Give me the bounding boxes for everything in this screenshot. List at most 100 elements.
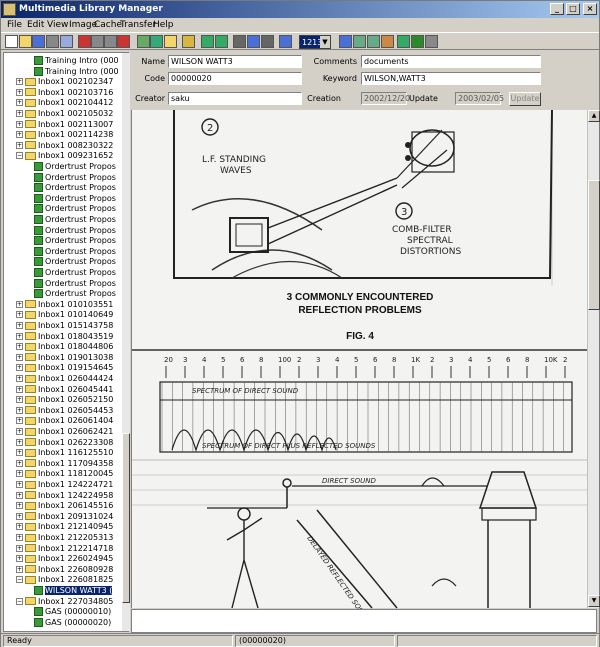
menu-view[interactable]: View <box>47 20 69 30</box>
expand-toggle-icon[interactable]: + <box>16 343 23 351</box>
menu-image[interactable]: Image <box>69 20 98 30</box>
tree-row[interactable]: Ordertrust Propos <box>34 246 116 257</box>
fit-width-icon[interactable] <box>279 35 292 48</box>
tree-row[interactable]: Ordertrust Propos <box>34 193 116 204</box>
paste-icon[interactable] <box>104 35 117 48</box>
maximize-icon[interactable]: □ <box>566 3 580 15</box>
expand-toggle-icon[interactable]: + <box>16 78 23 86</box>
viewer-scroll-thumb[interactable] <box>588 180 600 310</box>
detail-icon[interactable] <box>261 35 274 48</box>
tree-row[interactable]: +Inbox1 008230322 <box>16 140 113 151</box>
expand-toggle-icon[interactable]: + <box>16 523 23 531</box>
tree-row[interactable]: +Inbox1 209131024 <box>16 511 113 522</box>
transfer-icon[interactable] <box>397 35 410 48</box>
expand-toggle-icon[interactable]: + <box>16 375 23 382</box>
code-field[interactable]: 00000020 <box>168 72 302 85</box>
tree-row[interactable]: +Inbox1 124224958 <box>16 490 113 501</box>
delete-icon[interactable] <box>117 35 130 48</box>
expand-toggle-icon[interactable]: + <box>16 385 23 393</box>
tree-row[interactable]: +Inbox1 206145516 <box>16 500 113 511</box>
tree-row[interactable]: +Inbox1 117094358 <box>16 458 113 469</box>
save-icon[interactable] <box>32 35 45 48</box>
expand-toggle-icon[interactable]: + <box>16 459 23 467</box>
tree-row[interactable]: +Inbox1 002105032 <box>16 108 113 119</box>
rotate-icon[interactable] <box>381 35 394 48</box>
tree-row[interactable]: Ordertrust Propos <box>34 267 116 278</box>
scroll-up-icon[interactable]: ▲ <box>588 110 600 122</box>
tree-scroll-thumb[interactable] <box>122 433 130 603</box>
tree-row[interactable]: +Inbox1 212205313 <box>16 532 113 543</box>
tree-row[interactable]: Ordertrust Propos <box>34 256 116 267</box>
expand-toggle-icon[interactable]: + <box>16 428 23 435</box>
find-icon[interactable] <box>150 35 163 48</box>
fit-page-icon[interactable] <box>339 35 352 48</box>
notes-area[interactable] <box>131 609 597 633</box>
tree-row[interactable]: +Inbox1 212214718 <box>16 543 113 554</box>
tree-row[interactable]: +Inbox1 226080928 <box>16 564 113 575</box>
update-button[interactable]: Update <box>509 92 541 106</box>
tree-row[interactable]: Ordertrust Propos <box>34 182 116 193</box>
new-icon[interactable] <box>5 35 18 48</box>
name-field[interactable]: WILSON WATT3 <box>168 55 302 68</box>
menu-edit[interactable]: Edit <box>27 20 45 30</box>
expand-toggle-icon[interactable]: + <box>16 311 23 319</box>
tree-row[interactable]: +Inbox1 002104412 <box>16 97 113 108</box>
expand-toggle-icon[interactable]: − <box>16 152 23 160</box>
tree-row[interactable]: +Inbox1 002113007 <box>16 119 113 130</box>
tree-row[interactable]: −Inbox1 226081825 <box>16 574 113 585</box>
tree-row[interactable]: +Inbox1 026045441 <box>16 384 113 395</box>
tree-row[interactable]: +Inbox1 002103716 <box>16 87 113 98</box>
tree-row[interactable]: +Inbox1 018044806 <box>16 341 113 352</box>
keyword-field[interactable]: WILSON,WATT3 <box>361 72 541 85</box>
expand-toggle-icon[interactable]: + <box>16 406 23 414</box>
help-icon[interactable] <box>182 35 195 48</box>
thumbs-icon[interactable] <box>247 35 260 48</box>
expand-toggle-icon[interactable]: + <box>16 417 23 425</box>
menu-cache[interactable]: Cache <box>94 20 122 30</box>
expand-toggle-icon[interactable]: + <box>16 120 23 128</box>
up-icon[interactable] <box>201 35 214 48</box>
close-icon[interactable]: × <box>583 3 597 15</box>
expand-toggle-icon[interactable]: + <box>16 131 23 139</box>
expand-toggle-icon[interactable]: + <box>16 544 23 552</box>
expand-toggle-icon[interactable]: + <box>16 481 23 488</box>
list-icon[interactable] <box>233 35 246 48</box>
refresh-icon[interactable] <box>411 35 424 48</box>
tree-row[interactable]: +Inbox1 026061404 <box>16 415 113 426</box>
tree-row[interactable]: +Inbox1 124224721 <box>16 479 113 490</box>
menu-transfer[interactable]: Transfer <box>120 20 157 30</box>
expand-toggle-icon[interactable]: + <box>16 438 23 446</box>
tree-row[interactable]: Ordertrust Propos <box>34 225 116 236</box>
tree-row[interactable]: +Inbox1 002102347 <box>16 76 113 87</box>
tree-row[interactable]: −Inbox1 009231652 <box>16 150 113 161</box>
tree-row[interactable]: Training Intro (000 <box>34 55 119 66</box>
tree-scrollbar[interactable] <box>122 53 130 631</box>
expand-toggle-icon[interactable]: + <box>16 322 23 329</box>
scroll-down-icon[interactable]: ▼ <box>588 595 600 607</box>
expand-toggle-icon[interactable]: + <box>16 141 23 149</box>
settings-icon[interactable] <box>425 35 438 48</box>
expand-toggle-icon[interactable]: + <box>16 555 23 563</box>
expand-toggle-icon[interactable]: + <box>16 300 23 308</box>
tree-row[interactable]: +Inbox1 212140945 <box>16 521 113 532</box>
open-icon[interactable] <box>19 35 32 48</box>
tree-row[interactable]: Ordertrust Propos <box>34 203 116 214</box>
cut-icon[interactable] <box>78 35 91 48</box>
tree-row[interactable]: Ordertrust Propos <box>34 235 116 246</box>
tree-row[interactable]: Ordertrust Propos <box>34 278 116 289</box>
expand-toggle-icon[interactable]: + <box>16 565 23 573</box>
scan-icon[interactable] <box>137 35 150 48</box>
preview-icon[interactable] <box>60 35 73 48</box>
zoom-in-icon[interactable] <box>353 35 366 48</box>
tree-row[interactable]: +Inbox1 026044424 <box>16 373 113 384</box>
expand-toggle-icon[interactable]: + <box>16 332 23 340</box>
tree-row[interactable]: +Inbox1 026052150 <box>16 394 113 405</box>
tree-row[interactable]: Ordertrust Propos <box>34 161 116 172</box>
expand-toggle-icon[interactable]: + <box>16 502 23 510</box>
down-icon[interactable] <box>215 35 228 48</box>
comments-field[interactable]: documents <box>361 55 541 68</box>
menu-help[interactable]: Help <box>153 20 174 30</box>
tree-row[interactable]: +Inbox1 019013038 <box>16 352 113 363</box>
tree-row[interactable]: +Inbox1 018043519 <box>16 331 113 342</box>
